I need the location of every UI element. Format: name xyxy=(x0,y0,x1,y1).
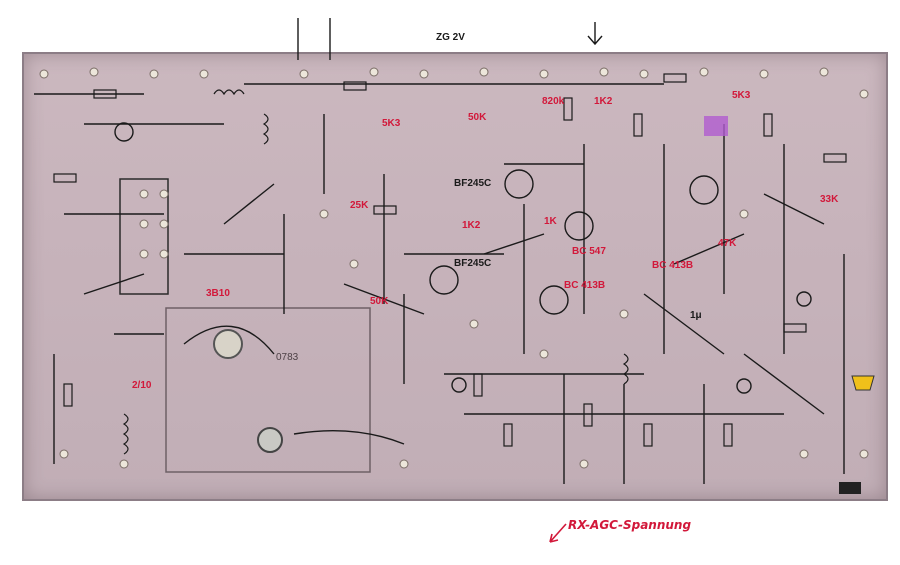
label-25k: 25K xyxy=(350,200,369,211)
label-820k: 820k xyxy=(542,96,565,107)
agc-annotation: RX-AGC-Spannung xyxy=(568,518,692,532)
circuit-board: 5K3 50K 820k 1K2 5K3 25K 1K2 BC 547 BC 4… xyxy=(22,52,888,501)
label-2-10: 2/10 xyxy=(132,380,152,391)
label-1k2-b: 1K2 xyxy=(462,220,481,231)
label-1k: 1K xyxy=(544,216,557,227)
label-50k-a: 50K xyxy=(468,112,487,123)
label-5k3-a: 5K3 xyxy=(382,118,401,129)
top-leads xyxy=(297,18,603,60)
label-3b10: 3B10 xyxy=(206,288,230,299)
label-47k: 47K xyxy=(718,238,737,249)
label-50k-b: 50K xyxy=(370,296,389,307)
label-5k3-b: 5K3 xyxy=(732,90,751,101)
label-bc413b-b: BC 413B xyxy=(652,260,694,271)
label-0783: 0783 xyxy=(276,352,299,363)
label-bc547: BC 547 xyxy=(572,246,606,257)
label-zg2v: ZG 2V xyxy=(436,32,465,43)
label-1k2-a: 1K2 xyxy=(594,96,613,107)
label-bc413b-a: BC 413B xyxy=(564,280,606,291)
annotation-arrow xyxy=(549,523,567,543)
label-bf245c-a: BF245C xyxy=(454,178,492,189)
label-bf245c-b: BF245C xyxy=(454,258,492,269)
schematic-drawing xyxy=(34,67,875,494)
label-33k: 33K xyxy=(820,194,839,205)
label-1u: 1μ xyxy=(690,310,702,321)
